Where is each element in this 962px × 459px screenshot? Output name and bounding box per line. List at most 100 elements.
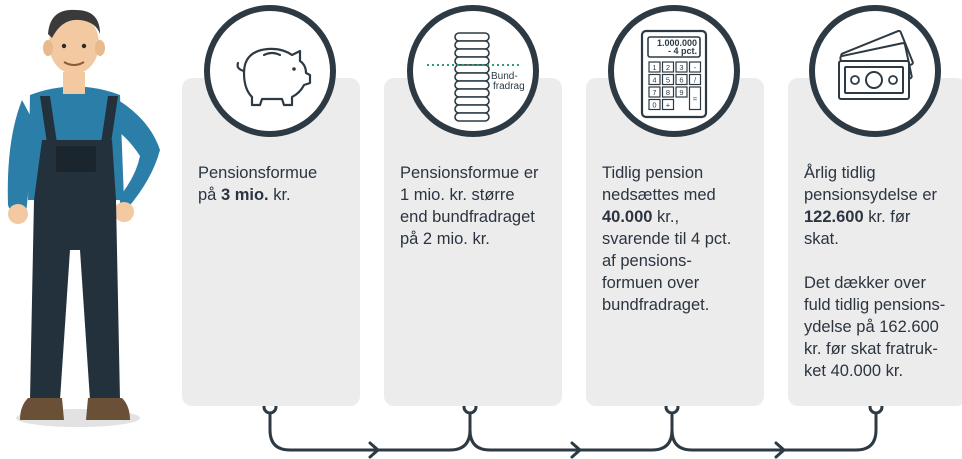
text-line: kr. før skat fratruk- (804, 338, 956, 360)
text-line: 1 mio. kr. større (400, 184, 552, 206)
right-hand (114, 202, 134, 222)
calc-key (688, 86, 702, 111)
text-run: skat. (804, 230, 839, 248)
text-run: af pensions- (602, 252, 692, 270)
text-run: kr., (652, 208, 680, 226)
text-line: svarende til 4 pct. (602, 228, 754, 250)
text-run: bundfradraget. (602, 296, 710, 314)
text-run: 1 mio. kr. større (400, 186, 515, 204)
text-line: formuen over (602, 272, 754, 294)
text-run: kr. før (863, 208, 911, 226)
neck (63, 72, 85, 94)
text-run: Pensionsformue (198, 164, 318, 182)
icon-circle (809, 5, 941, 137)
arrow-3 (774, 441, 786, 459)
calc-key-label: 1 (652, 63, 656, 72)
overall-pocket (56, 146, 96, 172)
calc-key (688, 61, 702, 73)
text-line: Det dækker over (804, 272, 956, 294)
text-run: kr. (268, 186, 291, 204)
text-line: ydelse på 162.600 (804, 316, 956, 338)
bold-value: 40.000 (602, 208, 653, 226)
farmer-illustration (7, 9, 160, 427)
left-boot (20, 398, 64, 420)
text-line: nedsættes med (602, 184, 754, 206)
calc-key-label: / (694, 76, 697, 85)
bold-value: 122.600 (804, 208, 864, 226)
right-boot (86, 398, 130, 420)
icon-label: Bund- (491, 71, 518, 82)
calc-key (648, 73, 661, 86)
calc-key (661, 73, 675, 86)
text-line: ket 40.000 kr. (804, 360, 956, 382)
calc-key-label: 5 (666, 76, 670, 85)
calc-key (648, 98, 661, 111)
calc-key-label: 3 (679, 63, 683, 72)
icon-circle: Bund- fradrag (407, 5, 539, 137)
text-run: Pensionsformue er (400, 164, 539, 182)
calc-key-label: 2 (666, 63, 670, 72)
calc-key-label: 6 (679, 76, 683, 85)
calc-key-label: = (693, 94, 698, 103)
connector-line (268, 408, 878, 452)
text-run: kr. før skat fratruk- (804, 340, 938, 358)
calc-display-line: - 4 pct. (668, 46, 697, 56)
icon-circle (204, 5, 336, 137)
calc-key (648, 61, 661, 73)
calc-key-label: 0 (652, 101, 656, 110)
left-hand (8, 204, 28, 224)
calc-key (661, 61, 675, 73)
text-line: 40.000 kr., (602, 206, 754, 228)
text-line (804, 250, 956, 272)
text-line: fuld tidlig pensions- (804, 294, 956, 316)
text-line: end bundfradraget (400, 206, 552, 228)
coin-stack-icon: Bund- fradrag (427, 32, 525, 122)
left-ear (43, 40, 53, 56)
text-line: bundfradraget. (602, 294, 754, 316)
calc-key (675, 61, 688, 73)
text-run: ket 40.000 kr. (804, 362, 904, 380)
text-run: Tidlig pension (602, 164, 704, 182)
head (49, 14, 99, 74)
right-arm (116, 100, 160, 210)
text-run: ydelse på 162.600 (804, 318, 939, 336)
overalls (30, 140, 120, 400)
text-run: fuld tidlig pensions- (804, 296, 946, 314)
text-line: Pensionsformue (198, 162, 350, 184)
calc-key-label: 8 (666, 88, 670, 97)
text-line: på 3 mio. kr. (198, 184, 350, 206)
step-text: Pensionsformue på 3 mio. kr. (198, 162, 350, 206)
calc-key-label: 4 (652, 76, 656, 85)
text-line: Pensionsformue er (400, 162, 552, 184)
piggy-bank-icon (236, 47, 312, 107)
text-run: formuen over (602, 274, 700, 292)
icon-label: fradrag (493, 81, 525, 92)
text-run: på (198, 186, 221, 204)
left-eye (61, 43, 67, 49)
arrow-1 (368, 441, 380, 459)
text-run: end bundfradraget (400, 208, 535, 226)
text-line: af pensions- (602, 250, 754, 272)
banknotes-icon (838, 29, 914, 100)
calc-key (661, 86, 675, 98)
right-eye (81, 43, 87, 49)
text-line: skat. (804, 228, 956, 250)
text-run: nedsættes med (602, 186, 716, 204)
text-line: på 2 mio. kr. (400, 228, 552, 250)
right-ear (95, 40, 105, 56)
bold-value: 3 mio. (220, 186, 269, 204)
calc-key-label: - (694, 63, 697, 72)
calc-key (675, 73, 688, 86)
mouth (63, 61, 85, 66)
calc-display-line: 1.000.000 (657, 38, 697, 48)
calc-key-label: 9 (679, 88, 683, 97)
text-run: på 2 mio. kr. (400, 230, 490, 248)
calc-key (675, 86, 688, 98)
text-run: pensionsydelse er (804, 186, 937, 204)
calc-key-label: 7 (652, 88, 656, 97)
